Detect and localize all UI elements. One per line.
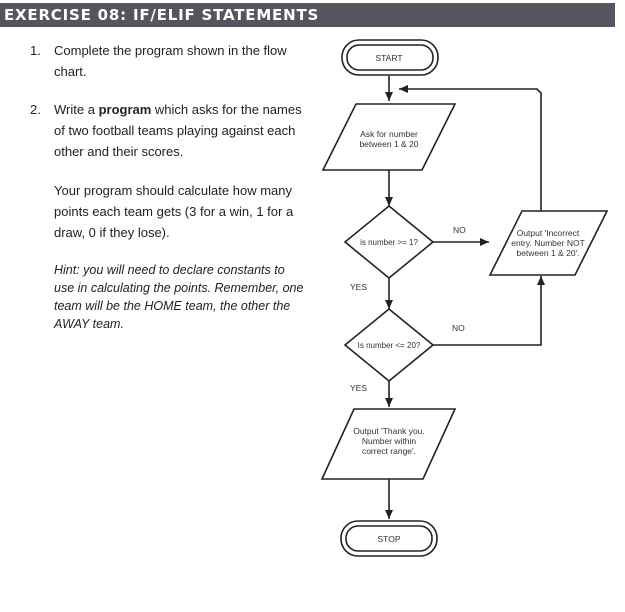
ask-label-line2: between 1 & 20 bbox=[359, 139, 418, 149]
yes2-label: YES bbox=[350, 383, 367, 393]
decision2-label: Is number <= 20? bbox=[358, 341, 421, 350]
thanks-output-shape bbox=[320, 408, 457, 480]
no2-label: NO bbox=[452, 323, 465, 333]
thanks-label-line1: Output 'Thank you. bbox=[353, 426, 425, 436]
instruction-item-2: 2. Write a program which asks for the na… bbox=[30, 99, 305, 162]
incorrect-output-shape bbox=[488, 210, 609, 276]
item-text-post: which asks for the names of two football… bbox=[54, 102, 302, 159]
points-paragraph: Your program should calculate how many p… bbox=[54, 183, 294, 240]
ask-input-shape bbox=[321, 103, 457, 171]
instructions: 1. Complete the program shown in the flo… bbox=[30, 40, 305, 333]
connector-no2 bbox=[433, 276, 545, 346]
decision2-diamond bbox=[343, 307, 435, 383]
yes1-label: YES bbox=[350, 282, 367, 292]
item-number: 2. bbox=[30, 102, 41, 117]
stop-label: STOP bbox=[378, 534, 401, 544]
start-label: START bbox=[375, 53, 402, 63]
exercise-header: EXERCISE 08: IF/ELIF STATEMENTS bbox=[0, 3, 615, 27]
incorrect-label-line3: between 1 & 20'. bbox=[516, 248, 579, 258]
decision1-label: is number >= 1? bbox=[360, 238, 418, 247]
item-text-pre: Write a bbox=[54, 102, 99, 117]
incorrect-label-line2: entry. Number NOT bbox=[511, 238, 585, 248]
connector-loop-back bbox=[399, 85, 542, 211]
no1-label: NO bbox=[453, 225, 466, 235]
exercise-title: EXERCISE 08: IF/ELIF STATEMENTS bbox=[4, 6, 320, 24]
thanks-label-line3: correct range'. bbox=[362, 446, 416, 456]
hint-paragraph: Hint: you will need to declare constants… bbox=[54, 263, 304, 331]
start-terminator bbox=[341, 39, 439, 76]
thanks-label-line2: Number within bbox=[362, 436, 417, 446]
stop-terminator bbox=[340, 520, 438, 557]
decision1-diamond bbox=[343, 204, 435, 280]
item-number: 1. bbox=[30, 43, 41, 58]
ask-label-line1: Ask for number bbox=[360, 129, 418, 139]
item-text: Complete the program shown in the flow c… bbox=[54, 43, 287, 79]
instruction-item-1: 1. Complete the program shown in the flo… bbox=[30, 40, 305, 82]
incorrect-label-line1: Output 'Incorrect bbox=[517, 228, 580, 238]
item-text-bold: program bbox=[98, 102, 152, 117]
